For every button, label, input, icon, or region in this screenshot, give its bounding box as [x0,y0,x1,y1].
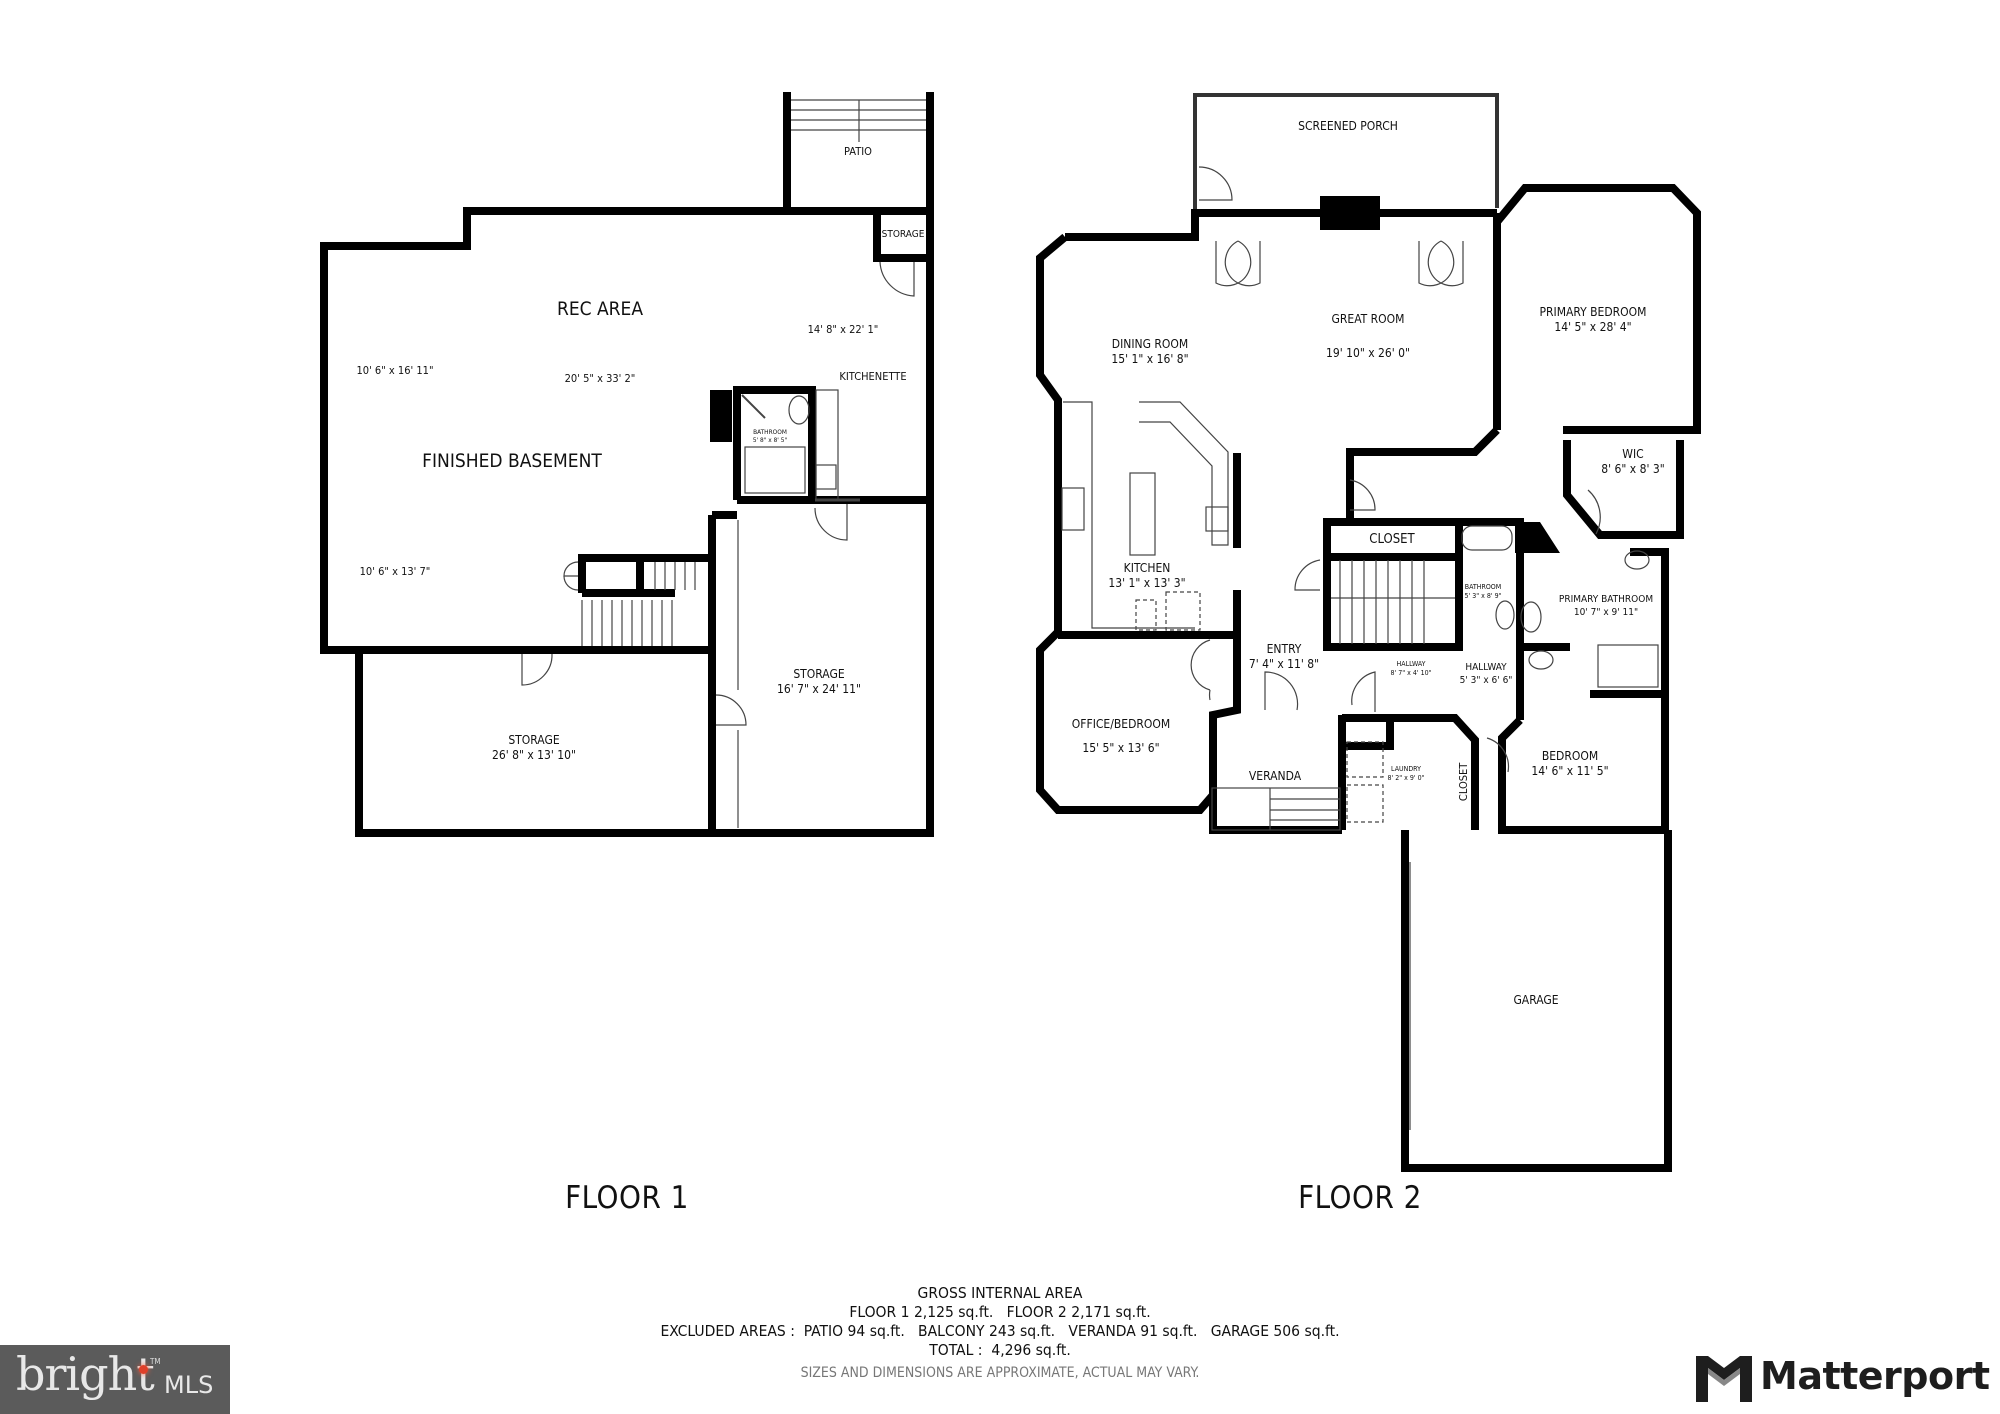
room-label-storage-small: STORAGE [881,229,925,240]
room-label-patio: PATIO [844,145,872,158]
matterport-logo-word: Matterport [1760,1354,1990,1398]
summary-excluded: EXCLUDED AREAS : PATIO 94 sq.ft. BALCONY… [660,1322,1340,1340]
bright-logo-word: bright [16,1347,155,1401]
bright-tm: TM [150,1357,161,1366]
bright-mls-logo: bright TM MLS [0,1345,230,1414]
room-dims-west-area: 10' 6" x 16' 11" [356,364,434,377]
summary-disclaimer: SIZES AND DIMENSIONS ARE APPROXIMATE, AC… [800,1365,1200,1381]
floor-2-walls [1036,93,1701,1172]
room-label-garage: GARAGE [1513,993,1559,1007]
room-label-veranda: VERANDA [1248,769,1302,783]
floor-1-walls [320,92,934,837]
summary-floors: FLOOR 1 2,125 sq.ft. FLOOR 2 2,171 sq.ft… [849,1303,1151,1321]
bright-star-icon [139,1365,148,1374]
room-label-finished-basement: FINISHED BASEMENT [422,450,602,472]
room-dims-kitchenette-area: 14' 8" x 22' 1" [807,323,879,336]
room-label-closet-hall: CLOSET [1457,762,1471,802]
floor-2-fixtures [1061,166,1659,1130]
summary-title: GROSS INTERNAL AREA [917,1284,1083,1302]
room-label-screened-porch: SCREENED PORCH [1298,119,1398,133]
matterport-logo: Matterport [1690,1348,2000,1408]
room-dims-south-area: 10' 6" x 13' 7" [359,565,431,578]
floor-2-title: FLOOR 2 [1298,1180,1422,1216]
floor-1-fixtures [521,99,926,828]
room-dims-rec-area: 20' 5" x 33' 2" [564,372,636,385]
summary-total: TOTAL : 4,296 sq.ft. [929,1341,1071,1359]
room-label-kitchenette: KITCHENETTE [839,370,907,383]
room-label-closet-stairs: CLOSET [1369,532,1415,547]
area-summary: GROSS INTERNAL AREA FLOOR 1 2,125 sq.ft.… [620,1284,1380,1383]
room-label-rec-area: REC AREA [556,298,644,320]
matterport-mark-icon [1696,1356,1752,1402]
floor-1-title: FLOOR 1 [565,1180,689,1216]
bright-logo-suffix: MLS [164,1371,214,1399]
